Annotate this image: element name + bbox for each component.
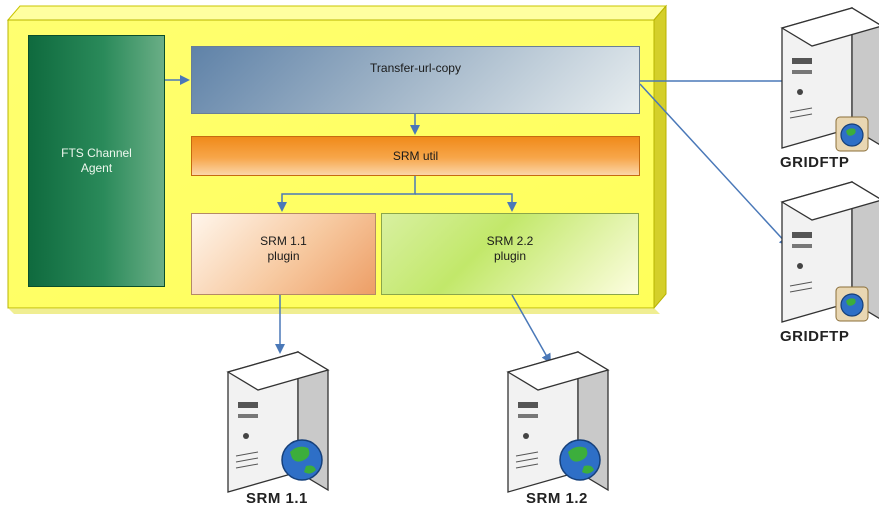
server-icon-gridftp2 [780,180,879,323]
srm12-server-caption: SRM 1.2 [526,490,588,507]
gridftp-caption-2: GRIDFTP [780,328,850,345]
server-icon-gridftp1 [780,6,879,149]
srm11-server-caption: SRM 1.1 [246,490,308,507]
srm11-plugin-line2: plugin [267,249,300,263]
srm22-plugin-line1: SRM 2.2 [486,234,534,248]
arrow-srm22plugin-to-server [511,294,551,364]
agent-label-line1: FTS Channel [61,146,132,160]
arrow-srmutil-to-plugins [277,176,416,212]
srm22-plugin-box: SRM 2.2 plugin [381,213,639,295]
globe-icon-srm12 [559,439,601,481]
srm-util-label: SRM util [392,148,439,163]
globe-icon-gridftp1 [835,116,869,152]
srm11-plugin-line1: SRM 1.1 [260,234,307,248]
srm22-plugin-line2: plugin [493,249,527,263]
agent-label-line2: Agent [80,161,113,175]
globe-icon-srm11 [281,439,323,481]
transfer-url-copy-box: Transfer-url-copy [191,46,640,114]
container-bottom-face [8,308,660,314]
globe-icon-gridftp2 [835,286,869,322]
srm11-plugin-box: SRM 1.1 plugin [191,213,376,295]
container-right-face [653,4,667,310]
gridftp-caption-1: GRIDFTP [780,154,850,171]
arrow-srmutil-to-srm22 [415,193,517,212]
fts-channel-agent-box: FTS Channel Agent [28,35,165,287]
arrow-transfer-to-gridftp2 [639,83,790,247]
srm-util-box: SRM util [191,136,640,176]
container-top-face [6,5,668,21]
transfer-label: Transfer-url-copy [370,61,461,75]
